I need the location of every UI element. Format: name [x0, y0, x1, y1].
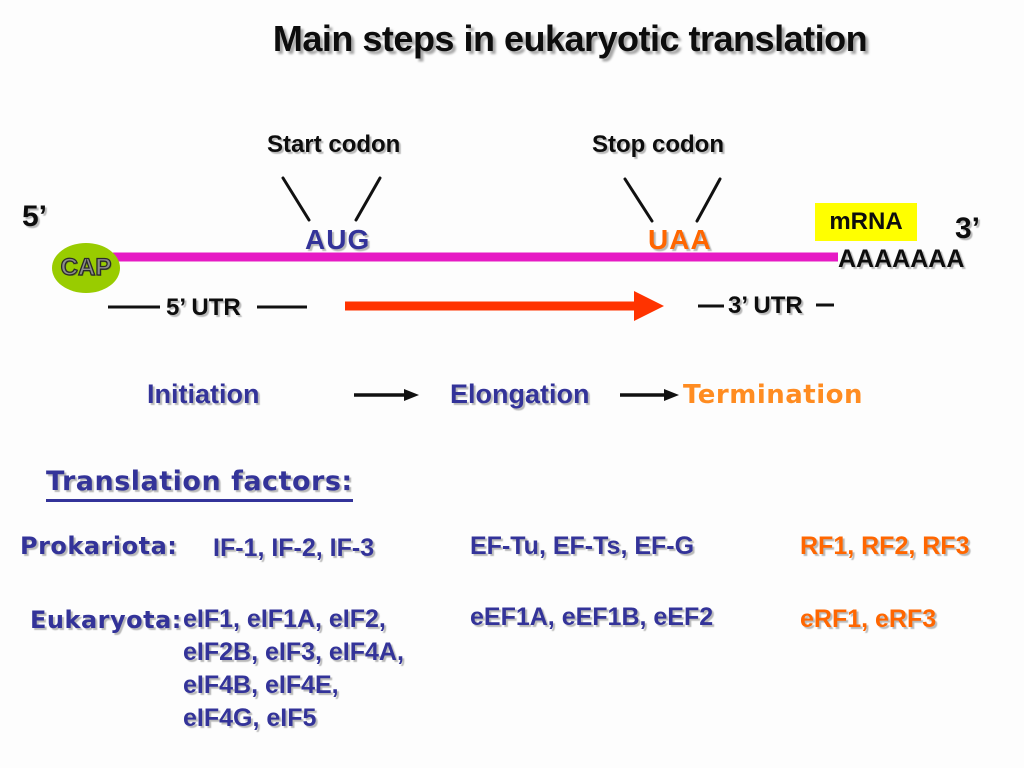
- slide-title: Main steps in eukaryotic translation: [272, 18, 868, 59]
- prokariota-termination-factors: RF1, RF2, RF3: [800, 532, 970, 560]
- cap-structure: CAP: [52, 243, 120, 293]
- mrna-tag: mRNA: [815, 203, 917, 241]
- stop-codon-pointer-right: [695, 177, 722, 223]
- coding-region-arrow-head: [634, 291, 664, 321]
- elongation-to-termination-arrow-head: [664, 389, 679, 401]
- eukaryota-termination-factors: eRF1, eRF3: [800, 605, 937, 633]
- start-codon-aug: AUG: [305, 224, 371, 255]
- eukaryota-initiation-line-1: eIF1, eIF1A, eIF2,: [183, 605, 386, 633]
- eukaryota-initiation-line-3: eIF4B, eIF4E,: [183, 671, 339, 699]
- five-prime-end-label: 5’: [22, 200, 48, 233]
- stop-codon-label: Stop codon: [592, 131, 724, 158]
- poly-a-tail: AAAAAAA: [838, 245, 965, 273]
- stop-codon-pointer-left: [623, 177, 654, 223]
- eukaryota-initiation-line-4: eIF4G, eIF5: [183, 704, 317, 732]
- initiation-to-elongation-arrow-head: [404, 389, 419, 401]
- row-prokariota-label: Prokariota:: [20, 532, 178, 560]
- prokariota-initiation-factors: IF-1, IF-2, IF-3: [213, 534, 375, 562]
- stop-codon-uaa: UAA: [648, 224, 712, 255]
- translation-factors-heading: Translation factors:: [46, 466, 353, 502]
- three-prime-end-label: 3’: [955, 212, 981, 245]
- stage-elongation: Elongation: [450, 379, 590, 409]
- eukaryota-initiation-line-2: eIF2B, eIF3, eIF4A,: [183, 638, 404, 666]
- three-utr-label: 3’ UTR: [728, 292, 803, 319]
- stage-initiation: Initiation: [147, 379, 260, 409]
- start-codon-pointer-right: [354, 176, 382, 222]
- start-codon-pointer-left: [281, 176, 311, 222]
- eukaryota-initiation-factors: eIF1, eIF1A, eIF2, eIF2B, eIF3, eIF4A, e…: [183, 603, 404, 735]
- start-codon-label: Start codon: [267, 131, 401, 158]
- prokariota-elongation-factors: EF-Tu, EF-Ts, EF-G: [470, 532, 695, 560]
- five-utr-label: 5’ UTR: [166, 294, 241, 321]
- cap-label: CAP: [60, 253, 112, 281]
- mrna-label: mRNA: [829, 208, 903, 235]
- translation-factors-heading-text: Translation factors:: [46, 466, 353, 502]
- eukaryota-elongation-factors: eEF1A, eEF1B, eEF2: [470, 603, 714, 631]
- stage-termination: Termination: [683, 380, 864, 410]
- row-eukaryota-label: Eukaryota:: [30, 606, 182, 634]
